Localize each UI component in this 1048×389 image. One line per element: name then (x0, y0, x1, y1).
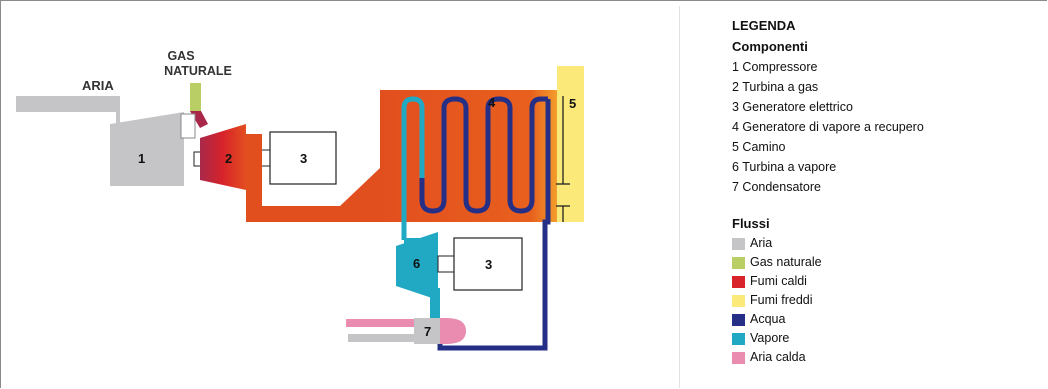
legend-divider (679, 6, 680, 388)
flow-swatch (732, 294, 745, 307)
flow-label: Acqua (750, 312, 786, 326)
component-item: 4 Generatore di vapore a recupero (732, 120, 924, 134)
hrsg-number: 4 (488, 95, 496, 110)
flow-label: Fumi caldi (750, 274, 807, 288)
generator-1 (269, 131, 337, 185)
flow-swatch (732, 275, 745, 288)
flow-item: Aria calda (732, 348, 1032, 367)
flow-swatch (732, 313, 745, 326)
aria-label: ARIA (82, 78, 114, 93)
flow-swatch (732, 332, 745, 345)
components-list: 1 Compressore 2 Turbina a gas 3 Generato… (732, 57, 1032, 197)
flow-item: Fumi freddi (732, 291, 1032, 310)
legend-title: LEGENDA (732, 18, 796, 33)
condenser-number: 7 (424, 324, 431, 339)
gas-turbine (200, 124, 246, 190)
air-duct (16, 96, 120, 186)
condenser (346, 318, 466, 344)
generator-2 (453, 237, 523, 291)
component-item: 1 Compressore (732, 60, 818, 74)
flow-item: Aria (732, 234, 1032, 253)
compressor-number: 1 (138, 151, 145, 166)
flow-swatch (732, 351, 745, 364)
flow-label: Gas naturale (750, 255, 822, 269)
chimney-number: 5 (569, 96, 576, 111)
legend: LEGENDA Componenti 1 Compressore 2 Turbi… (732, 18, 1032, 367)
generator-2-coupling (437, 255, 455, 273)
flow-label: Fumi freddi (750, 293, 813, 307)
exhaust-duct (246, 134, 380, 222)
component-item: 6 Turbina a vapore (732, 160, 837, 174)
gas-label-line2: NATURALE (164, 64, 232, 78)
water-return-pipe (437, 99, 551, 351)
gas-feed-pipe (180, 83, 208, 139)
chimney (557, 66, 584, 222)
flow-item: Acqua (732, 310, 1032, 329)
component-item: 3 Generatore elettrico (732, 100, 853, 114)
compressor (110, 112, 184, 186)
flow-swatch (732, 256, 745, 269)
gas-label-line1: GAS (167, 49, 194, 63)
flows-section: Flussi Aria Gas naturale Fumi caldi Fumi… (732, 216, 1032, 367)
flow-label: Aria (750, 236, 773, 250)
steam-turbine-number: 6 (413, 256, 420, 271)
flows-title: Flussi (732, 216, 770, 231)
steam-tube (401, 96, 425, 240)
chimney-marker (556, 96, 570, 222)
gas-turbine-number: 2 (225, 151, 232, 166)
flow-label: Vapore (750, 331, 790, 345)
flow-swatch (732, 237, 745, 250)
components-title: Componenti (732, 39, 808, 54)
flow-label: Aria calda (750, 350, 806, 364)
flow-item: Fumi caldi (732, 272, 1032, 291)
flow-item: Vapore (732, 329, 1032, 348)
generator-1-number: 3 (300, 151, 307, 166)
water-serpentine (419, 96, 548, 214)
component-item: 2 Turbina a gas (732, 80, 819, 94)
flow-item: Gas naturale (732, 253, 1032, 272)
combined-cycle-diagram: ARIA 1 GAS NATURALE 2 3 5 4 (16, 49, 584, 351)
steam-turbine (396, 232, 440, 328)
generator-2-number: 3 (485, 257, 492, 272)
heat-recovery-steam-generator (380, 90, 584, 222)
component-item: 7 Condensatore (732, 180, 821, 194)
component-item: 5 Camino (732, 140, 786, 154)
